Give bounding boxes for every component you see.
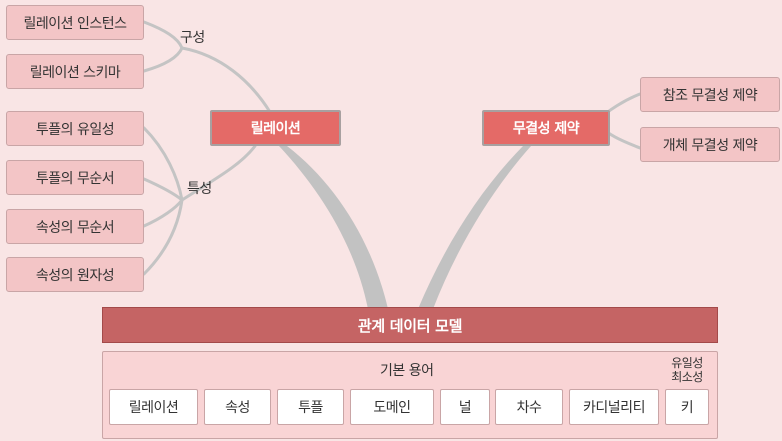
term-degree: 차수 xyxy=(495,389,563,425)
tuple-unordered-box: 투플의 무순서 xyxy=(6,160,144,195)
wire-composition-to-relation xyxy=(180,46,272,114)
term-relation: 릴레이션 xyxy=(109,389,198,425)
relational-data-model-bar: 관계 데이터 모델 xyxy=(102,307,718,343)
integrity-constraint-node: 무결성 제약 xyxy=(482,110,610,146)
trunk-integrity xyxy=(418,146,531,309)
wire-prop-4 xyxy=(142,198,184,276)
referential-integrity-box: 참조 무결성 제약 xyxy=(640,77,780,112)
properties-label: 특성 xyxy=(187,181,212,197)
wire-schema xyxy=(142,46,184,73)
term-tuple: 투플 xyxy=(277,389,344,425)
term-domain: 도메인 xyxy=(350,389,434,425)
wire-prop-2 xyxy=(142,177,184,202)
composition-label: 구성 xyxy=(180,30,205,46)
wire-instance xyxy=(142,20,184,50)
attribute-unordered-box: 속성의 무순서 xyxy=(6,209,144,244)
term-key: 키 xyxy=(665,389,709,425)
basic-terms-title: 기본 용어 xyxy=(380,363,434,379)
term-attribute: 속성 xyxy=(204,389,271,425)
term-null: 널 xyxy=(440,389,490,425)
relation-schema-box: 릴레이션 스키마 xyxy=(6,54,144,89)
trunk-relation xyxy=(279,146,388,309)
key-note-uniqueness: 유일성 xyxy=(671,356,703,370)
wire-props-to-relation xyxy=(180,144,257,202)
relation-instance-box: 릴레이션 인스턴스 xyxy=(6,5,144,40)
key-note-minimality: 최소성 xyxy=(671,370,703,384)
relation-node: 릴레이션 xyxy=(210,110,341,146)
wire-prop-1 xyxy=(142,126,184,202)
tuple-uniqueness-box: 투플의 유일성 xyxy=(6,111,144,146)
term-cardinality: 카디널리티 xyxy=(569,389,659,425)
entity-integrity-box: 개체 무결성 제약 xyxy=(640,127,780,162)
key-properties-note: 유일성 최소성 xyxy=(666,356,708,384)
attribute-atomicity-box: 속성의 원자성 xyxy=(6,257,144,292)
